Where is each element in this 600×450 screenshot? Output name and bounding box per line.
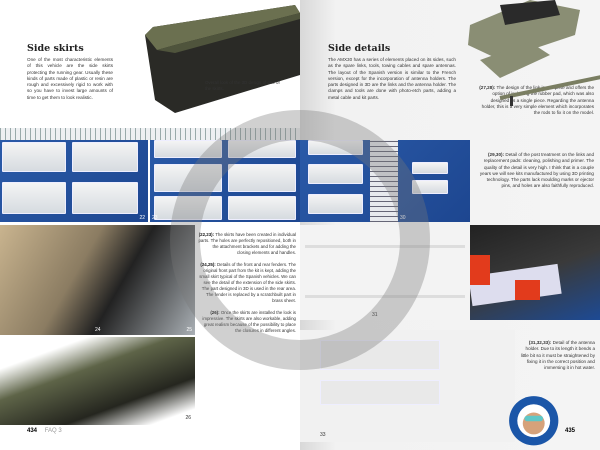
photo-29-30: 30 [300,140,470,222]
section-title-side-skirts: Side skirts [27,43,84,54]
intro-side-details: The AMX30 has a series of elements place… [328,57,456,100]
page-number-right: 435 [565,428,576,434]
photo-23: 23 [150,140,300,222]
aeronautiko-logo [509,396,559,446]
photo-24-25: 24 25 [0,225,195,335]
photo-21: 22 [0,140,148,222]
photo-33: 33 [300,330,515,442]
photo-31: 31 [300,225,470,320]
caption-26: (26): Once the skirts are installed the … [202,310,296,333]
caption-31-32-33: (31,32,33): Detail of the antenna holder… [520,340,595,371]
book-title: FAQ 3 [44,428,62,434]
section-title-side-details: Side details [328,43,391,54]
page-number-left: 434 [27,428,38,434]
footer-left: 434 FAQ 3 [27,428,62,434]
caption-24-25: (24,25): Details of the front and rear f… [199,262,296,303]
caption-29-30: (29,30): Detail of the post treatment on… [479,152,594,189]
left-captions: (22,23): The skirts have been created in… [198,232,296,334]
ruler [0,128,300,140]
caption-22-23: (22,23): The skirts have been created in… [198,232,296,255]
antenna-holder-3d-render [468,0,600,106]
render-caption: Overall look of the 3D design of one of … [205,80,280,91]
photo-26: 26 [0,337,195,425]
watermark-logo [170,110,430,370]
skirt-3d-render [145,5,300,113]
intro-side-skirts: One of the most characteristic elements … [27,57,113,100]
photo-32 [470,225,600,320]
